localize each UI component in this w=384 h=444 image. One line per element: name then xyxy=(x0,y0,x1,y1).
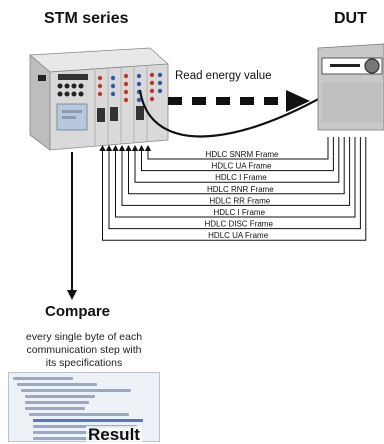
compare-arrow-head xyxy=(67,290,77,300)
dut-device xyxy=(317,43,384,131)
frame-line xyxy=(128,137,345,195)
frame-line xyxy=(102,137,367,241)
compare-description: every single byte of each communication … xyxy=(0,331,168,370)
frame-arrow-head xyxy=(112,145,119,151)
compare-desc-line: its specifications xyxy=(45,357,123,369)
frame-label: HDLC DISC Frame xyxy=(204,220,273,229)
frame-line xyxy=(141,137,334,172)
frame-label: HDLC RR Frame xyxy=(209,196,270,205)
frame-arrow-head xyxy=(131,145,139,151)
frame-line xyxy=(134,137,340,183)
frame-label: HDLC RNR Frame xyxy=(207,185,274,194)
result-label: Result xyxy=(86,425,142,444)
frame-line xyxy=(121,137,351,206)
frame-arrow-head xyxy=(105,145,113,151)
dut-title: DUT xyxy=(334,10,367,27)
frame-line xyxy=(108,137,361,230)
frame-arrow-head xyxy=(99,145,106,151)
frame-arrow-head xyxy=(125,145,132,151)
frame-label: HDLC UA Frame xyxy=(208,231,269,240)
frame-label: HDLC SNRM Frame xyxy=(206,150,279,159)
read-energy-arrow xyxy=(168,90,310,112)
frame-label: HDLC I Frame xyxy=(213,208,265,217)
compare-title: Compare xyxy=(45,303,111,320)
frame-arrow-head xyxy=(138,145,145,151)
frame-label: HDLC UA Frame xyxy=(211,162,272,171)
frame-line xyxy=(115,137,356,218)
compare-desc-line: communication step with xyxy=(26,344,142,356)
frame-arrow-head xyxy=(118,145,126,151)
read-energy-label: Read energy value xyxy=(175,70,272,82)
stm-series-title: STM series xyxy=(44,10,129,27)
frame-label: HDLC I Frame xyxy=(215,173,267,182)
compare-desc-line: every single byte of each xyxy=(25,331,143,343)
frame-arrow-head xyxy=(144,145,152,151)
frame-line xyxy=(147,137,329,160)
stm-device xyxy=(28,47,169,151)
